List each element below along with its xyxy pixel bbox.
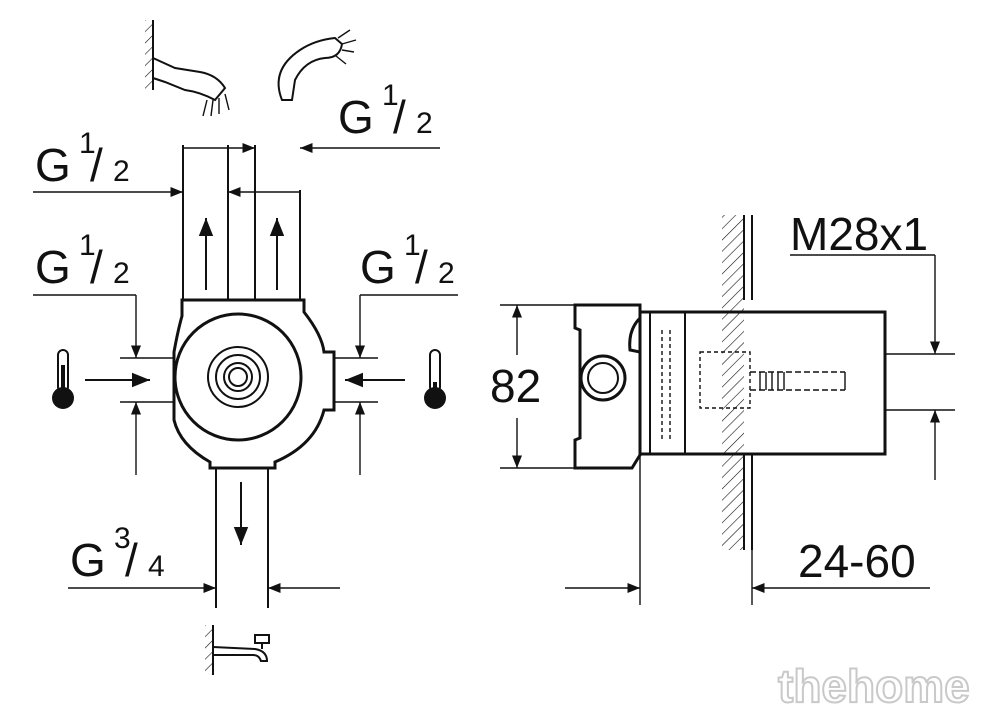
svg-text:G: G (35, 139, 71, 191)
side-view (573, 215, 887, 550)
svg-text:/: / (90, 139, 103, 191)
svg-text:3: 3 (114, 522, 131, 555)
front-dimension-lines (33, 142, 458, 594)
side-valve-body (573, 303, 642, 470)
svg-text:G: G (35, 241, 71, 293)
bath-spout-icon (205, 625, 270, 675)
height-dimension-label: 82 (490, 360, 541, 412)
svg-text:1: 1 (79, 229, 96, 262)
valve-body (172, 298, 336, 470)
svg-text:/: / (393, 91, 406, 143)
svg-text:G: G (70, 534, 106, 586)
front-view (85, 145, 405, 608)
hand-shower-icon (277, 29, 357, 101)
svg-text:2: 2 (113, 257, 130, 290)
hot-thermometer-icon (52, 349, 74, 409)
thread-size-label: M28x1 (790, 208, 928, 260)
label-g-three-quarter-bottom: G 3 / 4 (70, 522, 165, 586)
svg-text:1: 1 (382, 79, 399, 112)
svg-text:/: / (415, 241, 428, 293)
wall-shower-head-icon (145, 20, 230, 117)
label-g-half-top-right: G 1 / 2 (338, 79, 433, 143)
svg-text:/: / (125, 534, 138, 586)
label-g-half-right-inlet: G 1 / 2 (360, 229, 455, 293)
svg-text:2: 2 (438, 257, 455, 290)
cartridge-housing (638, 310, 887, 456)
svg-text:G: G (338, 91, 374, 143)
svg-text:/: / (90, 241, 103, 293)
watermark: thehome (778, 660, 970, 712)
svg-text:1: 1 (404, 229, 421, 262)
svg-text:G: G (360, 241, 396, 293)
cold-thermometer-icon (424, 349, 446, 409)
svg-text:4: 4 (148, 550, 165, 583)
svg-text:2: 2 (113, 155, 130, 188)
side-dimension-lines (500, 254, 955, 605)
wall-depth-label: 24-60 (798, 535, 916, 587)
label-g-half-left-inlet: G 1 / 2 (35, 229, 130, 293)
svg-text:1: 1 (79, 127, 96, 160)
svg-text:2: 2 (416, 107, 433, 140)
label-g-half-top-left: G 1 / 2 (35, 127, 130, 191)
